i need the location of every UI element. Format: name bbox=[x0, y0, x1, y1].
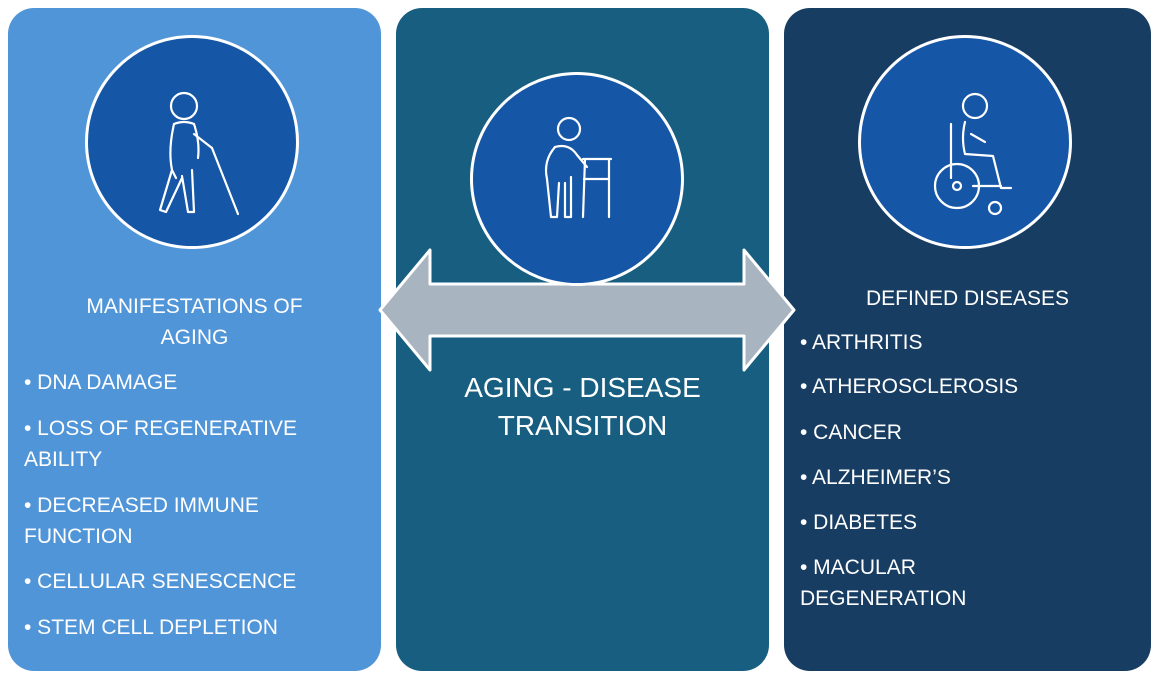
transition-title-line1: AGING - DISEASE bbox=[464, 372, 701, 403]
list-item: • DIABETES bbox=[800, 511, 918, 534]
manifestations-heading-line2: AGING bbox=[160, 326, 229, 349]
list-item: • ARTHRITIS bbox=[800, 331, 923, 354]
manifestations-heading-line1: MANIFESTATIONS OF bbox=[86, 295, 303, 318]
list-item: • LOSS OF REGENERATIVE ABILITY bbox=[24, 417, 298, 471]
person-with-cane-icon bbox=[85, 35, 299, 249]
wheelchair-user-icon bbox=[858, 35, 1072, 249]
diseases-heading: DEFINED DISEASES bbox=[865, 287, 1070, 310]
list-item: • ATHEROSCLEROSIS bbox=[800, 375, 1019, 398]
list-item: • CANCER bbox=[800, 421, 902, 444]
double-arrow-icon bbox=[378, 248, 796, 372]
list-item: • STEM CELL DEPLETION bbox=[24, 616, 278, 639]
list-item: • DNA DAMAGE bbox=[24, 371, 178, 394]
list-item: • CELLULAR SENESCENCE bbox=[24, 570, 297, 593]
person-with-walker-icon bbox=[470, 72, 684, 286]
transition-title-line2: TRANSITION bbox=[497, 410, 668, 441]
list-item: • MACULAR DEGENERATION bbox=[800, 556, 967, 610]
list-item: • ALZHEIMER’S bbox=[800, 466, 951, 489]
list-item: • DECREASED IMMUNE FUNCTION bbox=[24, 494, 259, 548]
